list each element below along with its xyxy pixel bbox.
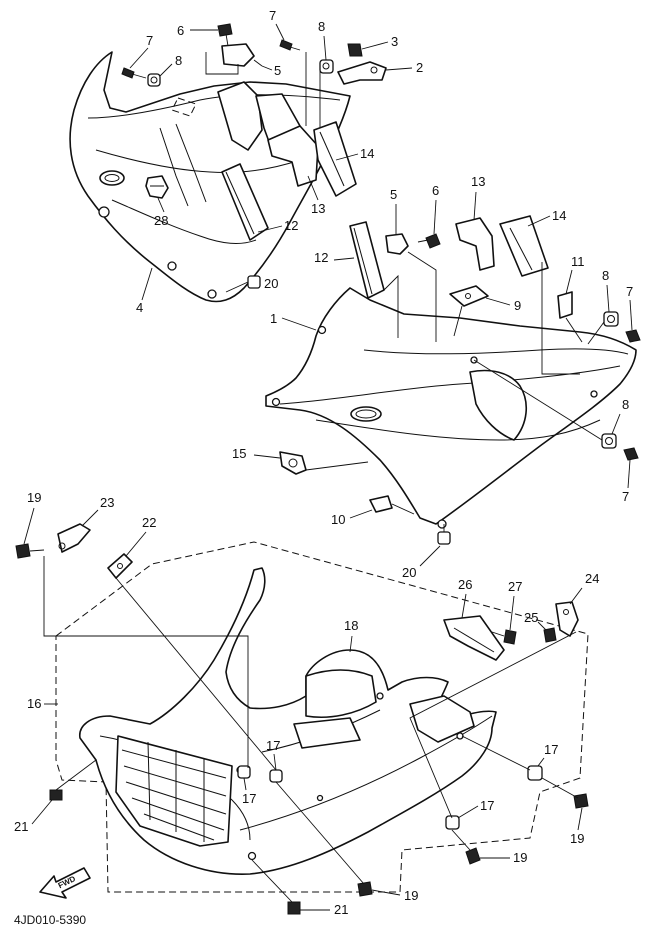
callout-19-bottom: 19: [404, 888, 418, 903]
callout-6-mid: 6: [432, 183, 439, 198]
callout-8-left: 8: [175, 53, 182, 68]
callout-17-center: 17: [266, 738, 280, 753]
callout-5: 5: [274, 63, 281, 78]
callout-19-mid: 19: [513, 850, 527, 865]
inner-panel-assembly: [69, 51, 351, 303]
callout-17-right: 17: [544, 742, 558, 757]
callout-12: 12: [284, 218, 298, 233]
lower-hardware: [15, 523, 589, 915]
drawing-code: 4JD010-5390: [14, 913, 86, 927]
callout-19-top: 19: [27, 490, 41, 505]
callout-21-left: 21: [14, 819, 28, 834]
duct-seal-upper: [221, 121, 357, 241]
callout-labels: 6 7 8 3 2 7 8 5 14 13 28 12 20 4 5 6 13 …: [14, 8, 633, 917]
callout-17-lower: 17: [480, 798, 494, 813]
callout-15: 15: [232, 446, 246, 461]
callout-12-mid: 12: [314, 250, 328, 265]
callout-20-mid: 20: [402, 565, 416, 580]
callout-14: 14: [360, 146, 374, 161]
callout-5-mid: 5: [390, 187, 397, 202]
fwd-arrow-icon: FWD: [39, 867, 91, 899]
callout-7-lower: 7: [622, 489, 629, 504]
callout-8: 8: [318, 19, 325, 34]
callout-4: 4: [136, 300, 143, 315]
callout-8-right: 8: [602, 268, 609, 283]
callout-2: 2: [416, 60, 423, 75]
callout-13-mid: 13: [471, 174, 485, 189]
duct-seal-middle: [349, 215, 549, 299]
callout-7: 7: [269, 8, 276, 23]
callout-9: 9: [514, 298, 521, 313]
upper-hardware: [121, 23, 387, 128]
side-cowling: [265, 287, 637, 529]
callout-22: 22: [142, 515, 156, 530]
under-cowling: [79, 567, 497, 875]
middle-hardware: [225, 233, 641, 545]
callout-14-mid: 14: [552, 208, 566, 223]
callout-7-right: 7: [626, 284, 633, 299]
callout-6: 6: [177, 23, 184, 38]
callout-1: 1: [270, 311, 277, 326]
callout-16: 16: [27, 696, 41, 711]
callout-11: 11: [571, 254, 585, 269]
callout-17-left: 17: [242, 791, 256, 806]
callout-21-bottom: 21: [334, 902, 348, 917]
callout-28: 28: [154, 213, 168, 228]
callout-20: 20: [264, 276, 278, 291]
callout-18: 18: [344, 618, 358, 633]
callout-7-left: 7: [146, 33, 153, 48]
callout-19-right: 19: [570, 831, 584, 846]
callout-13: 13: [311, 201, 325, 216]
callout-26: 26: [458, 577, 472, 592]
callout-8-lower: 8: [622, 397, 629, 412]
callout-3: 3: [391, 34, 398, 49]
callout-10: 10: [331, 512, 345, 527]
clip-part-28: [145, 175, 169, 199]
callout-25: 25: [524, 610, 538, 625]
callout-27: 27: [508, 579, 522, 594]
callout-23: 23: [100, 495, 114, 510]
callout-24: 24: [585, 571, 599, 586]
under-cowling-grille: [115, 735, 233, 847]
